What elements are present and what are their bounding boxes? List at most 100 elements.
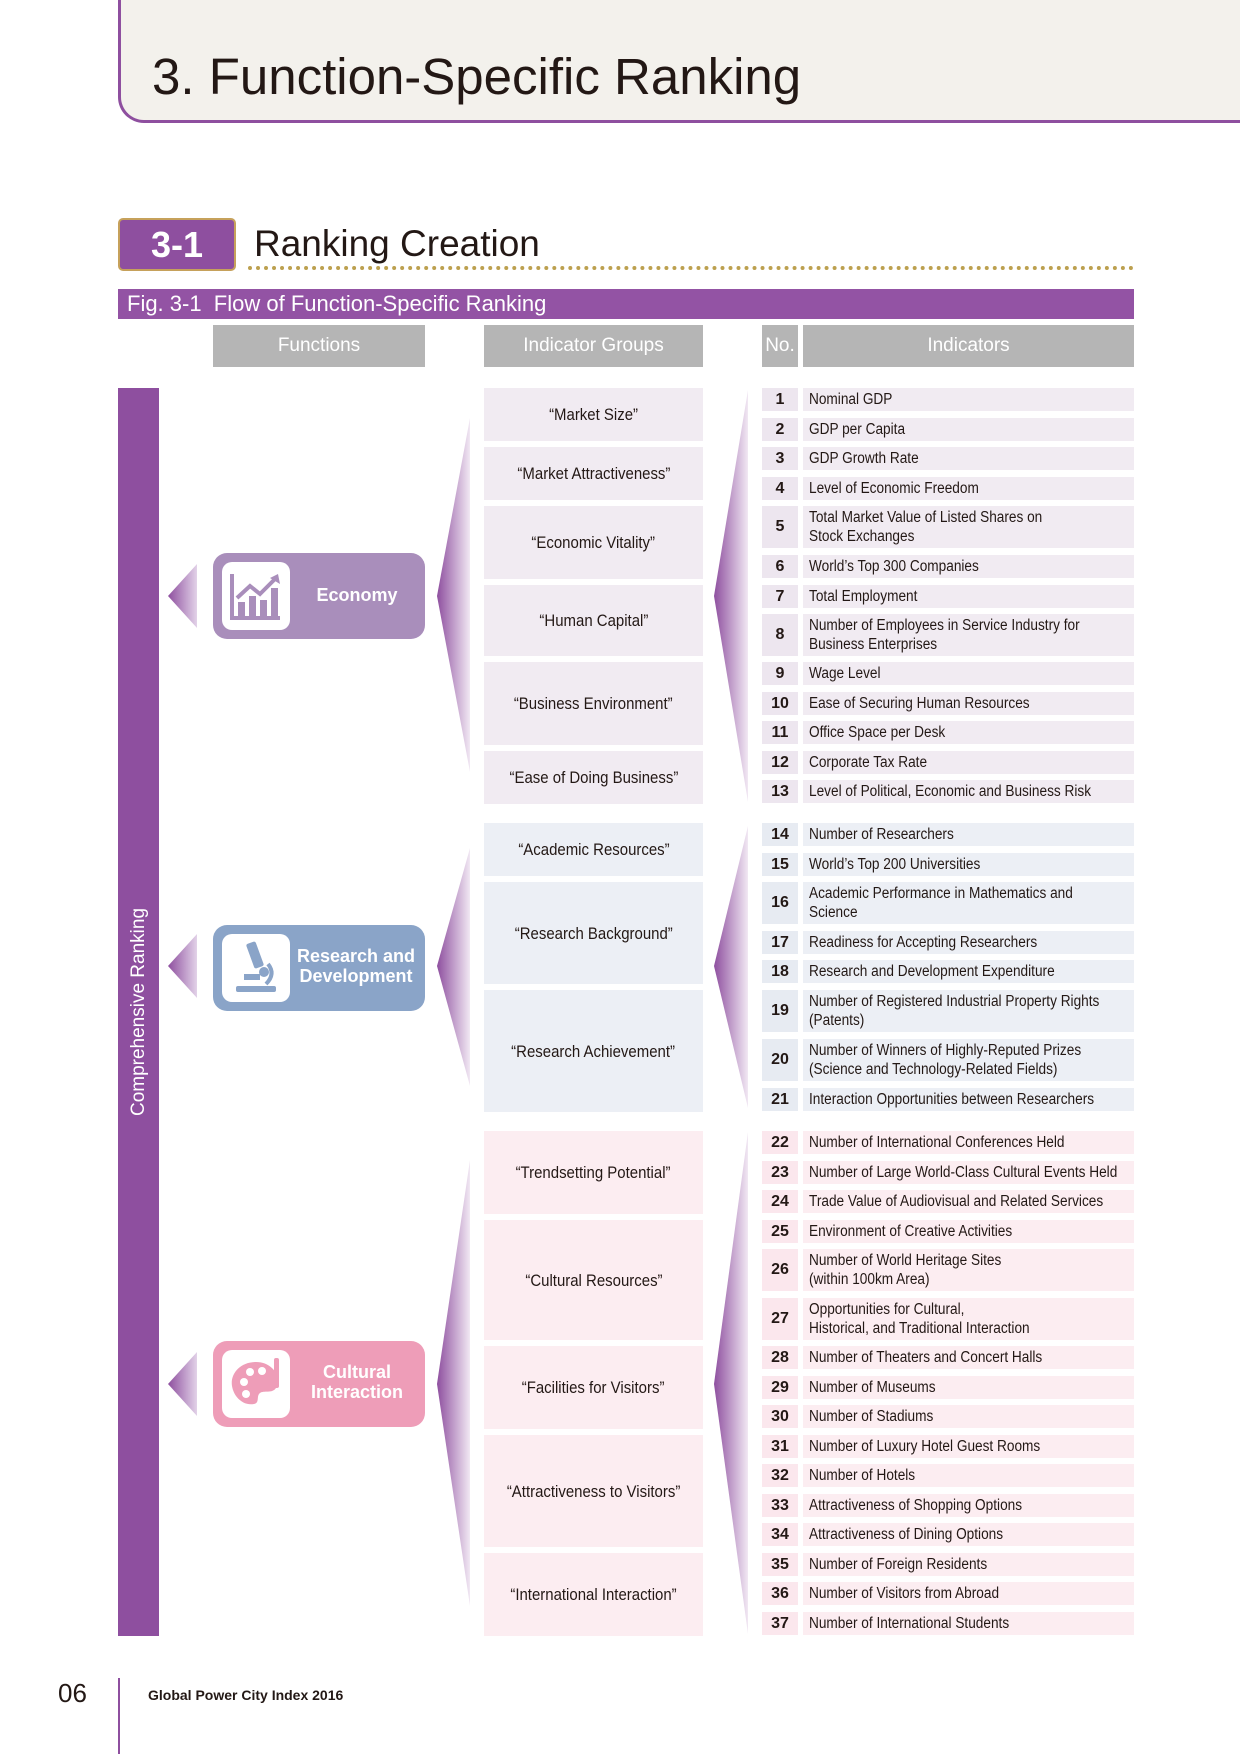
indicator-number: 32 <box>762 1464 798 1487</box>
indicator-group: “International Interaction” <box>484 1553 703 1636</box>
indicator-number: 15 <box>762 853 798 876</box>
indicator-label: Office Space per Desk <box>803 721 1134 744</box>
indicator-number: 28 <box>762 1346 798 1369</box>
indicator-label: Wage Level <box>803 662 1134 685</box>
figure-title: Fig. 3-1 Flow of Function-Specific Ranki… <box>118 289 1134 319</box>
indicator-number: 29 <box>762 1376 798 1399</box>
indicator-number: 5 <box>762 506 798 548</box>
indicator-number: 37 <box>762 1612 798 1635</box>
indicator-number: 24 <box>762 1190 798 1213</box>
arrow-cultural <box>168 1352 197 1416</box>
indicator-number: 26 <box>762 1249 798 1291</box>
indicator-label: Number of World Heritage Sites (within 1… <box>803 1249 1134 1291</box>
indicator-label: Number of Hotels <box>803 1464 1134 1487</box>
indicator-number: 14 <box>762 823 798 846</box>
indicator-number: 3 <box>762 447 798 470</box>
indicator-label: Ease of Securing Human Resources <box>803 692 1134 715</box>
header-indicator-groups: Indicator Groups <box>484 325 703 367</box>
indicator-label: Number of International Conferences Held <box>803 1131 1134 1154</box>
indicator-number: 22 <box>762 1131 798 1154</box>
function-economy-label: Economy <box>316 585 398 605</box>
indicator-label: Trade Value of Audiovisual and Related S… <box>803 1190 1134 1213</box>
indicator-label: Readiness for Accepting Researchers <box>803 931 1134 954</box>
indicator-group: “Market Attractiveness” <box>484 447 703 500</box>
indicator-number: 13 <box>762 780 798 803</box>
function-cultural-label: Cultural Interaction <box>310 1362 403 1402</box>
header-number: No. <box>762 325 798 367</box>
indicator-label: Number of Winners of Highly-Reputed Priz… <box>803 1039 1134 1081</box>
funnel-cultural-indicators <box>714 1132 748 1634</box>
header-functions: Functions <box>213 325 425 367</box>
indicator-number: 21 <box>762 1088 798 1111</box>
indicator-number: 30 <box>762 1405 798 1428</box>
indicator-label: Number of Large World-Class Cultural Eve… <box>803 1161 1134 1184</box>
indicator-group: “Human Capital” <box>484 585 703 656</box>
indicator-label: Number of Visitors from Abroad <box>803 1582 1134 1605</box>
indicator-label: Number of Stadiums <box>803 1405 1134 1428</box>
arrow-economy <box>168 564 197 628</box>
indicator-number: 10 <box>762 692 798 715</box>
palette-icon <box>222 1350 290 1418</box>
indicator-number: 4 <box>762 477 798 500</box>
indicator-label: Level of Economic Freedom <box>803 477 1134 500</box>
indicator-label: Number of Theaters and Concert Halls <box>803 1346 1134 1369</box>
indicator-label: Interaction Opportunities between Resear… <box>803 1088 1134 1111</box>
indicator-label: Attractiveness of Shopping Options <box>803 1494 1134 1517</box>
indicator-number: 1 <box>762 388 798 411</box>
indicator-number: 19 <box>762 990 798 1032</box>
footer-divider <box>118 1678 120 1754</box>
footer-title: Global Power City Index 2016 <box>148 1687 344 1703</box>
indicator-number: 36 <box>762 1582 798 1605</box>
indicator-number: 16 <box>762 882 798 924</box>
chart-up-icon <box>222 562 290 630</box>
page-title: 3. Function-Specific Ranking <box>152 48 802 105</box>
indicator-label: Number of Museums <box>803 1376 1134 1399</box>
indicator-number: 35 <box>762 1553 798 1576</box>
indicator-label: Opportunities for Cultural, Historical, … <box>803 1298 1134 1340</box>
indicator-group: “Research Background” <box>484 882 703 984</box>
indicator-group: “Market Size” <box>484 388 703 441</box>
indicator-label: Corporate Tax Rate <box>803 751 1134 774</box>
funnel-research-groups <box>437 848 470 1086</box>
indicator-group: “Attractiveness to Visitors” <box>484 1435 703 1547</box>
indicator-label: Academic Performance in Mathematics and … <box>803 882 1134 924</box>
indicator-label: Number of Employees in Service Industry … <box>803 614 1134 656</box>
indicator-label: Research and Development Expenditure <box>803 960 1134 983</box>
indicator-label: Number of Foreign Residents <box>803 1553 1134 1576</box>
indicator-number: 6 <box>762 555 798 578</box>
indicator-number: 9 <box>762 662 798 685</box>
page-number: 06 <box>58 1678 87 1708</box>
indicator-group: “Academic Resources” <box>484 823 703 876</box>
indicator-number: 17 <box>762 931 798 954</box>
funnel-economy-indicators <box>714 390 748 802</box>
indicator-number: 25 <box>762 1220 798 1243</box>
indicator-number: 27 <box>762 1298 798 1340</box>
header-indicators: Indicators <box>803 325 1134 367</box>
indicator-label: Environment of Creative Activities <box>803 1220 1134 1243</box>
section-divider <box>248 266 1134 270</box>
indicator-number: 2 <box>762 418 798 441</box>
indicator-group: “Ease of Doing Business” <box>484 751 703 804</box>
indicator-number: 31 <box>762 1435 798 1458</box>
indicator-group: “Cultural Resources” <box>484 1220 703 1340</box>
indicator-label: Total Employment <box>803 585 1134 608</box>
indicator-group: “Economic Vitality” <box>484 506 703 579</box>
indicator-number: 18 <box>762 960 798 983</box>
funnel-cultural-groups <box>437 1160 470 1606</box>
indicator-label: Total Market Value of Listed Shares on S… <box>803 506 1134 548</box>
section-title: Ranking Creation <box>254 223 540 264</box>
indicator-number: 33 <box>762 1494 798 1517</box>
arrow-research <box>168 934 197 998</box>
comprehensive-ranking-bar <box>118 388 159 1636</box>
indicator-label: Number of Luxury Hotel Guest Rooms <box>803 1435 1134 1458</box>
section-number-badge: 3-1 <box>118 218 236 271</box>
indicator-number: 34 <box>762 1523 798 1546</box>
indicator-label: Number of Registered Industrial Property… <box>803 990 1134 1032</box>
chapter-header <box>118 0 1240 123</box>
indicator-label: World’s Top 300 Companies <box>803 555 1134 578</box>
funnel-research-indicators <box>714 826 748 1108</box>
indicator-number: 23 <box>762 1161 798 1184</box>
indicator-group: “Trendsetting Potential” <box>484 1131 703 1214</box>
indicator-number: 20 <box>762 1039 798 1081</box>
